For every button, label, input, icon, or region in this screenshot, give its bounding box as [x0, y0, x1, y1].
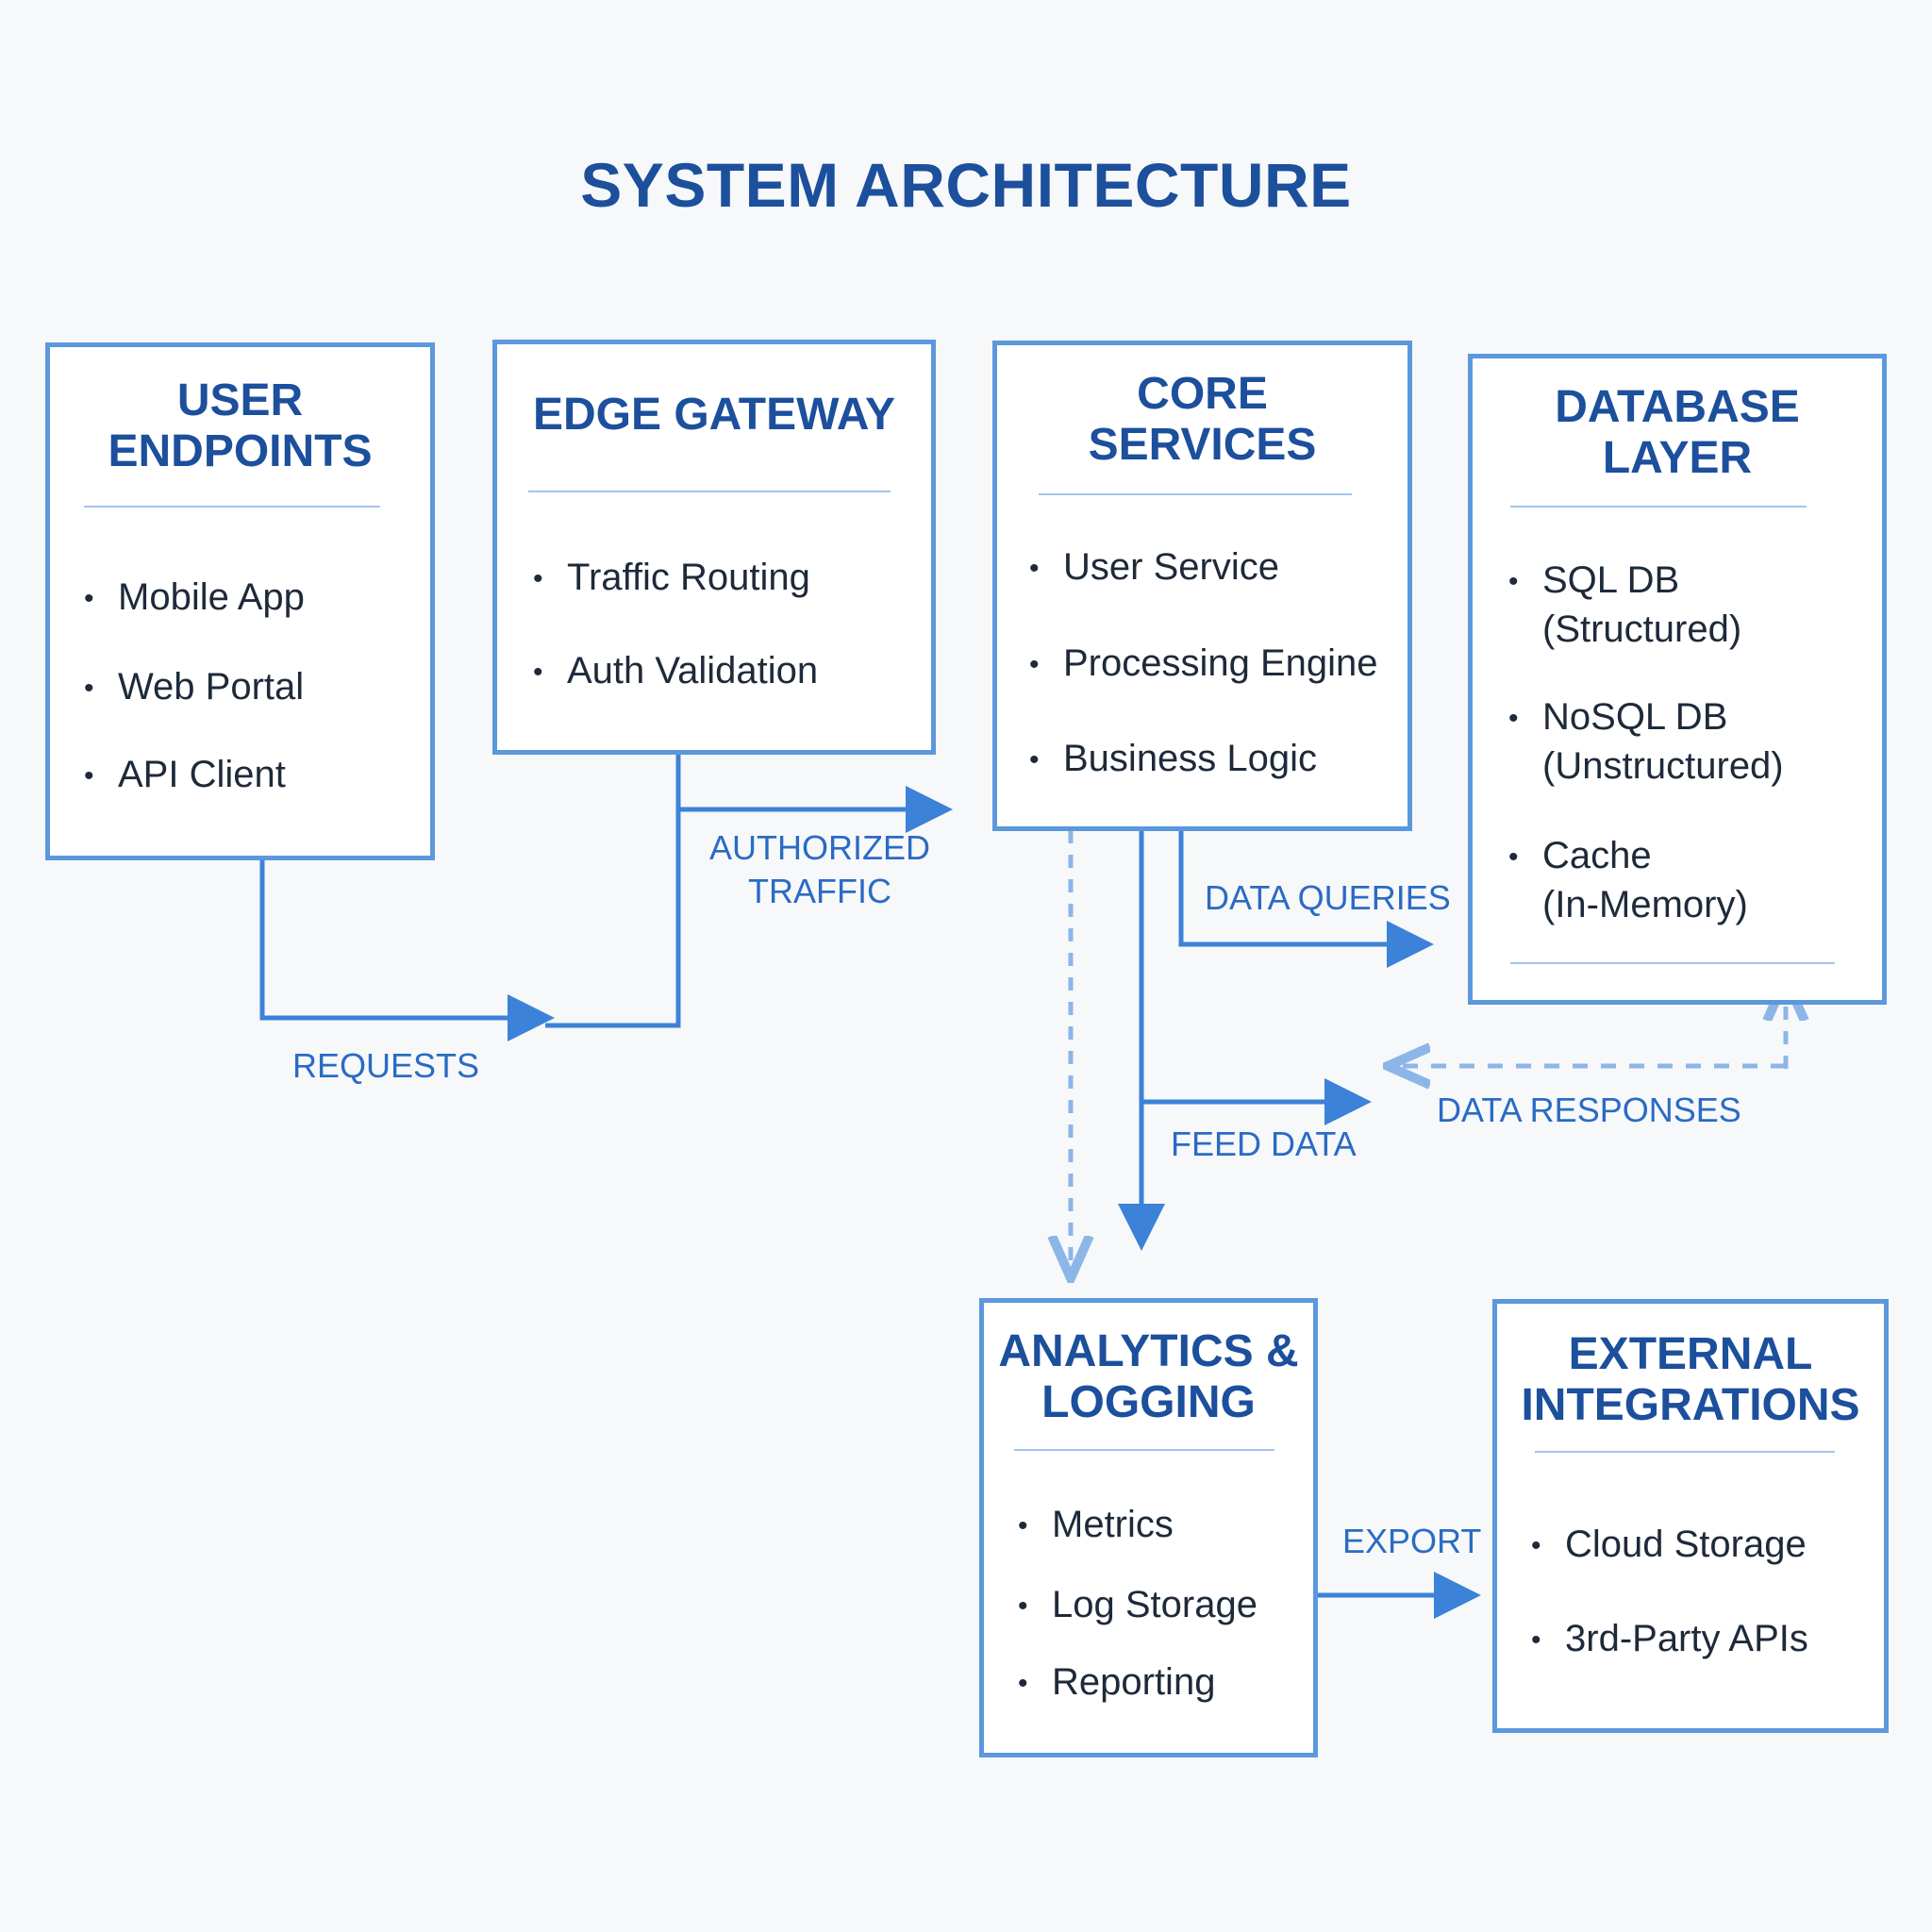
user-endpoints-title-line1: USER — [176, 375, 304, 425]
item-label: Business Logic — [1063, 738, 1318, 779]
list-item: • NoSQL DB (Unstructured) — [1508, 693, 1784, 790]
list-item: • Traffic Routing — [533, 554, 810, 603]
database-layer-divider-top — [1510, 506, 1807, 508]
list-item: • Log Storage — [1018, 1581, 1257, 1630]
item-label: Processing Engine — [1063, 642, 1378, 684]
requests-label: REQUESTS — [292, 1046, 480, 1085]
bullet: • — [1029, 649, 1040, 681]
authorized-traffic-label: AUTHORIZED TRAFFIC — [709, 826, 930, 913]
core-services-box: CORE SERVICES • User Service • Processing … — [992, 341, 1412, 831]
diagram-title: SYSTEM ARCHITECTURE — [580, 150, 1352, 220]
item-label: Cloud Storage — [1565, 1524, 1807, 1565]
bullet: • — [533, 563, 543, 595]
item-label: SQL DB — [1542, 559, 1680, 601]
bullet: • — [1508, 566, 1519, 598]
item-label: User Service — [1063, 546, 1279, 588]
bullet: • — [533, 657, 543, 689]
item-label: Auth Validation — [567, 650, 819, 691]
item-label: API Client — [118, 754, 286, 795]
analytics-logging-divider — [1014, 1449, 1274, 1451]
edge-gateway-box: EDGE GATEWAY • Traffic Routing • Auth Vali… — [492, 340, 936, 755]
analytics-logging-title: ANALYTICS & LOGGING — [984, 1326, 1313, 1428]
core-services-title: CORE SERVICES — [997, 369, 1407, 471]
item-label: NoSQL DB — [1542, 696, 1728, 738]
item-label: 3rd-Party APIs — [1565, 1618, 1808, 1659]
list-item: • API Client — [84, 751, 286, 800]
requests-arrow — [259, 859, 555, 1041]
item-sublabel: (Structured) — [1542, 608, 1742, 651]
user-endpoints-box: USER ENDPOINTS • Mobile App • Web Portal •… — [45, 342, 435, 860]
external-integrations-box: EXTERNAL INTEGRATIONS • Cloud Storage • 3r… — [1492, 1299, 1889, 1733]
bullet: • — [1531, 1530, 1541, 1562]
item-label: Traffic Routing — [567, 557, 810, 598]
authorized-traffic-line1: AUTHORIZED — [709, 828, 930, 867]
requests-return-line — [545, 755, 681, 1028]
external-integrations-title-line1: EXTERNAL — [1568, 1329, 1813, 1379]
bullet: • — [1029, 744, 1040, 776]
core-services-title-line2: SERVICES — [1088, 420, 1317, 470]
item-label: Mobile App — [118, 576, 305, 618]
database-layer-box: DATABASE LAYER • SQL DB (Structured) • NoSQ… — [1468, 354, 1887, 1005]
analytics-logging-title-line1: ANALYTICS & — [998, 1326, 1299, 1376]
item-sublabel: (In-Memory) — [1542, 884, 1748, 926]
database-layer-title-line1: DATABASE — [1555, 382, 1800, 432]
database-layer-divider-bottom — [1510, 962, 1835, 964]
list-item: • Cloud Storage — [1531, 1521, 1807, 1570]
list-item: • SQL DB (Structured) — [1508, 557, 1741, 653]
user-endpoints-divider — [84, 506, 380, 508]
database-layer-title-line2: LAYER — [1602, 433, 1753, 483]
data-queries-arrow — [1178, 830, 1434, 968]
bullet: • — [1508, 841, 1519, 874]
edge-gateway-title-line1: EDGE GATEWAY — [532, 390, 896, 440]
database-layer-title: DATABASE LAYER — [1473, 382, 1882, 484]
bullet: • — [1029, 553, 1040, 585]
bullet: • — [84, 760, 94, 792]
user-endpoints-title-line2: ENDPOINTS — [108, 426, 373, 476]
export-label: EXPORT — [1342, 1522, 1482, 1560]
list-item: • Reporting — [1018, 1658, 1215, 1707]
list-item: • Business Logic — [1029, 735, 1317, 784]
bullet: • — [1018, 1591, 1028, 1623]
list-item: • Metrics — [1018, 1501, 1174, 1550]
list-item: • User Service — [1029, 543, 1279, 592]
data-queries-label: DATA QUERIES — [1205, 878, 1451, 917]
item-label: Metrics — [1052, 1504, 1174, 1545]
item-label: Web Portal — [118, 666, 305, 708]
bullet: • — [1018, 1510, 1028, 1542]
list-item: • 3rd-Party APIs — [1531, 1615, 1808, 1664]
core-services-title-line1: CORE — [1137, 369, 1268, 419]
external-integrations-divider — [1535, 1451, 1835, 1453]
list-item: • Web Portal — [84, 663, 304, 712]
analytics-logging-box: ANALYTICS & LOGGING • Metrics • Log Storag… — [979, 1298, 1318, 1757]
list-item: • Cache (In-Memory) — [1508, 832, 1748, 928]
feed-data-label: FEED DATA — [1171, 1124, 1357, 1163]
list-item: • Processing Engine — [1029, 640, 1378, 689]
list-item: • Auth Validation — [533, 647, 818, 696]
list-item: • Mobile App — [84, 574, 305, 623]
external-integrations-title-line2: INTEGRATIONS — [1521, 1380, 1860, 1430]
edge-gateway-divider — [528, 491, 891, 492]
item-label: Cache — [1542, 835, 1652, 876]
edge-gateway-title: EDGE GATEWAY — [497, 390, 931, 441]
bullet: • — [1531, 1624, 1541, 1657]
bullet: • — [84, 673, 94, 705]
item-label: Reporting — [1052, 1661, 1216, 1703]
item-label: Log Storage — [1052, 1584, 1257, 1625]
bullet: • — [1508, 703, 1519, 735]
authorized-traffic-line2: TRAFFIC — [748, 872, 891, 910]
analytics-logging-title-line2: LOGGING — [1041, 1377, 1256, 1427]
data-responses-label: DATA RESPONSES — [1437, 1091, 1741, 1129]
bullet: • — [1018, 1668, 1028, 1700]
core-services-divider — [1039, 493, 1352, 495]
external-integrations-title: EXTERNAL INTEGRATIONS — [1497, 1329, 1884, 1431]
user-endpoints-title: USER ENDPOINTS — [50, 375, 430, 477]
item-sublabel: (Unstructured) — [1542, 745, 1784, 788]
bullet: • — [84, 583, 94, 615]
